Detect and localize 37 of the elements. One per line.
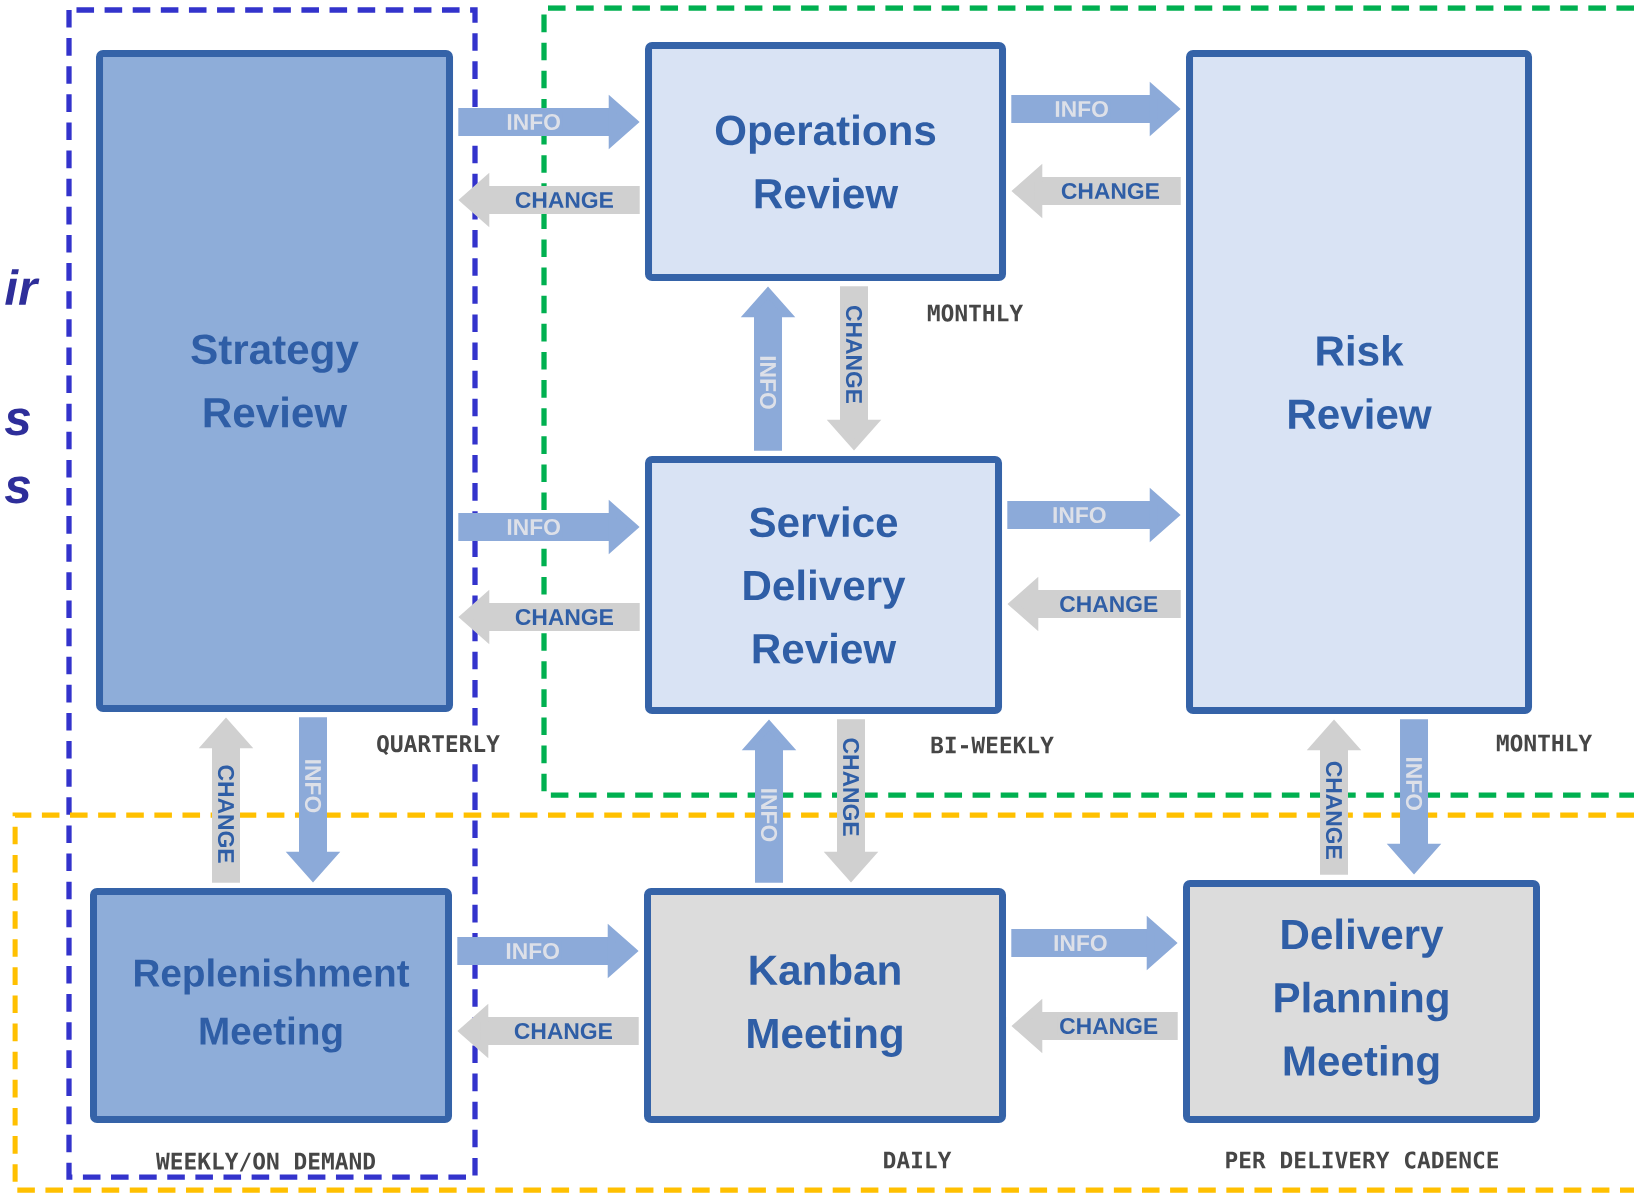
edge-label: CHANGE [513, 607, 616, 627]
review-box: Kanban Meeting [644, 888, 1007, 1124]
edge-label: INFO [1404, 754, 1424, 813]
review-box: Delivery Planning Meeting [1183, 880, 1541, 1124]
cadence-label: QUARTERLY [374, 733, 502, 757]
cropped-text: ir [5, 269, 40, 305]
edge-label: CHANGE [513, 190, 616, 210]
edge-label: INFO [758, 353, 778, 412]
edge-label: CHANGE [844, 303, 864, 406]
cropped-text: s [4, 476, 31, 504]
cadence-label: MONTHLY [1494, 732, 1594, 754]
cadence-label: DAILY [880, 1149, 954, 1171]
review-box: Risk Review [1186, 50, 1533, 715]
edge-label: INFO [504, 112, 563, 132]
edge-label: CHANGE [1324, 759, 1344, 862]
review-box: Strategy Review [96, 50, 454, 713]
edge-label: CHANGE [1059, 181, 1162, 201]
edge-label: CHANGE [512, 1021, 615, 1041]
edge-label: CHANGE [1057, 594, 1160, 614]
edge-label: CHANGE [216, 762, 236, 866]
edge-label: INFO [504, 517, 563, 537]
cadence-label: WEEKLY/ON DEMAND [154, 1150, 378, 1174]
cadence-label: MONTHLY [925, 302, 1025, 324]
review-box: Service Delivery Review [645, 456, 1003, 715]
edge-label: INFO [303, 756, 323, 815]
edge-label: INFO [1050, 505, 1109, 525]
review-box: Operations Review [645, 42, 1007, 282]
edge-label: CHANGE [1057, 1016, 1160, 1036]
edge-label: CHANGE [841, 735, 861, 839]
edge-label: INFO [1051, 933, 1110, 953]
edge-label: INFO [1052, 99, 1111, 119]
cadence-label: PER DELIVERY CADENCE [1222, 1149, 1502, 1171]
cadence-label: BI-WEEKLY [928, 734, 1056, 756]
review-box: Replenishment Meeting [90, 888, 453, 1124]
cropped-text: s [4, 408, 31, 436]
edge-label: INFO [503, 941, 562, 961]
edge-label: INFO [759, 785, 779, 844]
